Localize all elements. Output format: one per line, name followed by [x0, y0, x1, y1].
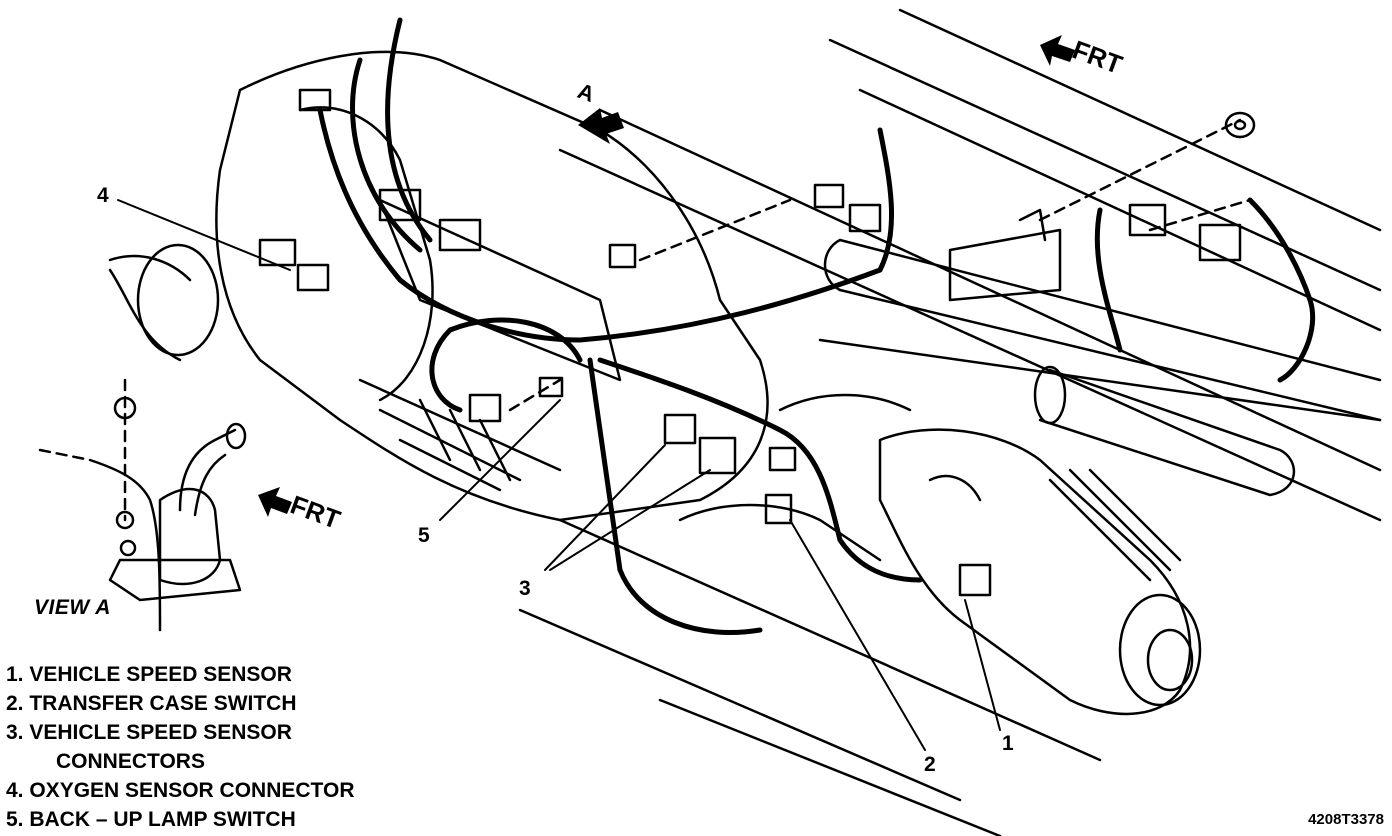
legend-item-3-cont: CONNECTORS [56, 750, 205, 773]
callout-leaders [117, 199, 1001, 751]
view-a-arrow-icon [578, 108, 624, 144]
frt-view-arrow-icon [258, 487, 292, 517]
frame-rails [518, 8, 1382, 836]
callout-2: 2 [924, 753, 937, 776]
frt-arrow-icon [1040, 35, 1075, 66]
legend: 1. VEHICLE SPEED SENSOR 2. TRANSFER CASE… [6, 660, 355, 834]
wiring-harness [317, 17, 1316, 635]
callout-5: 5 [418, 524, 431, 547]
figure-code: 4208T3378 [1308, 811, 1384, 828]
transfer-case [678, 393, 1202, 716]
callout-4: 4 [97, 184, 110, 207]
connectors [258, 88, 1242, 597]
legend-item-2: 2. TRANSFER CASE SWITCH [6, 692, 297, 715]
view-a-title: VIEW A [34, 596, 111, 619]
legend-item-5: 5. BACK – UP LAMP SWITCH [6, 808, 296, 831]
legend-item-1: 1. VEHICLE SPEED SENSOR [6, 663, 292, 686]
view-a-bracket [88, 396, 247, 632]
connector-leaders [38, 118, 1252, 522]
callout-3: 3 [519, 577, 532, 600]
grommet [1224, 111, 1256, 139]
legend-item-3: 3. VEHICLE SPEED SENSOR [6, 721, 292, 744]
transmission [108, 50, 769, 522]
callout-1: 1 [1002, 732, 1015, 755]
legend-item-4: 4. OXYGEN SENSOR CONNECTOR [6, 779, 355, 802]
